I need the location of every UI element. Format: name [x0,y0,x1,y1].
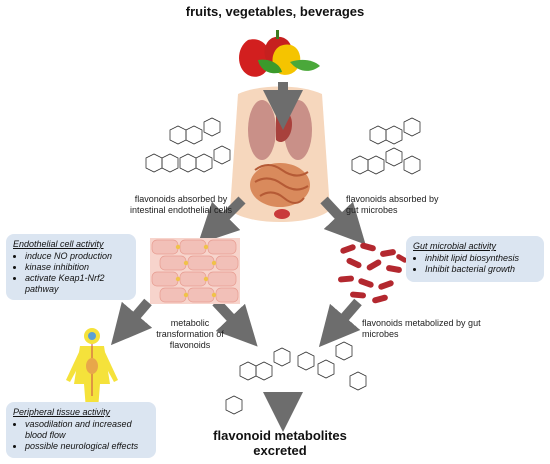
gut-activity-title: Gut microbial activity [413,241,497,251]
flavonoid-molecules-right [351,117,421,175]
diagram-title-sources: fruits, vegetables, beverages [185,4,365,19]
metabolite-molecules [225,341,367,415]
peripheral-activity-box: Peripheral tissue activity vasodilation … [6,402,156,458]
list-item: activate Keap1-Nrf2 pathway [25,273,129,295]
list-item: induce NO production [25,251,129,262]
label-metabolized-microbes: flavonoids metabolized by gut microbes [362,318,481,339]
flavonoid-molecules-left [145,117,231,173]
human-torso-illustration [230,86,330,222]
arrow-microbes-to-metabolites [318,298,362,348]
flow-arrows [110,82,366,432]
list-item: possible neurological effects [25,441,149,452]
list-item: inhibit lipid biosynthesis [425,253,537,264]
peripheral-activity-list: vasodilation and increased blood flow po… [13,419,149,452]
list-item: vasodilation and increased blood flow [25,419,149,441]
endothelial-activity-list: induce NO production kinase inhibition a… [13,251,129,295]
arrow-to-microbes [320,196,366,245]
label-absorbed-microbes: flavonoids absorbed by gut microbes [346,194,439,215]
endothelial-cells-illustration [150,238,240,304]
fruits-illustration [239,30,320,77]
gut-activity-box: Gut microbial activity inhibit lipid bio… [406,236,544,282]
arrow-endothelium-to-metabolites [212,298,258,347]
list-item: kinase inhibition [25,262,129,273]
label-absorbed-intestinal: flavonoids absorbed by intestinal endoth… [129,194,233,215]
endothelial-activity-box: Endothelial cell activity induce NO prod… [6,234,136,300]
endothelial-activity-title: Endothelial cell activity [13,239,104,249]
human-figure-illustration [66,328,118,410]
label-metabolic-transformation: metabolic transformation of flavonoids [156,318,224,350]
diagram-title-excreted: flavonoid metabolites excreted [213,428,347,458]
gut-microbes-illustration [338,242,408,304]
list-item: Inhibit bacterial growth [425,264,537,275]
arrow-to-endothelium [197,196,246,245]
gut-activity-list: inhibit lipid biosynthesis Inhibit bacte… [413,253,537,275]
arrow-to-peripheral [110,298,153,346]
peripheral-activity-title: Peripheral tissue activity [13,407,111,417]
